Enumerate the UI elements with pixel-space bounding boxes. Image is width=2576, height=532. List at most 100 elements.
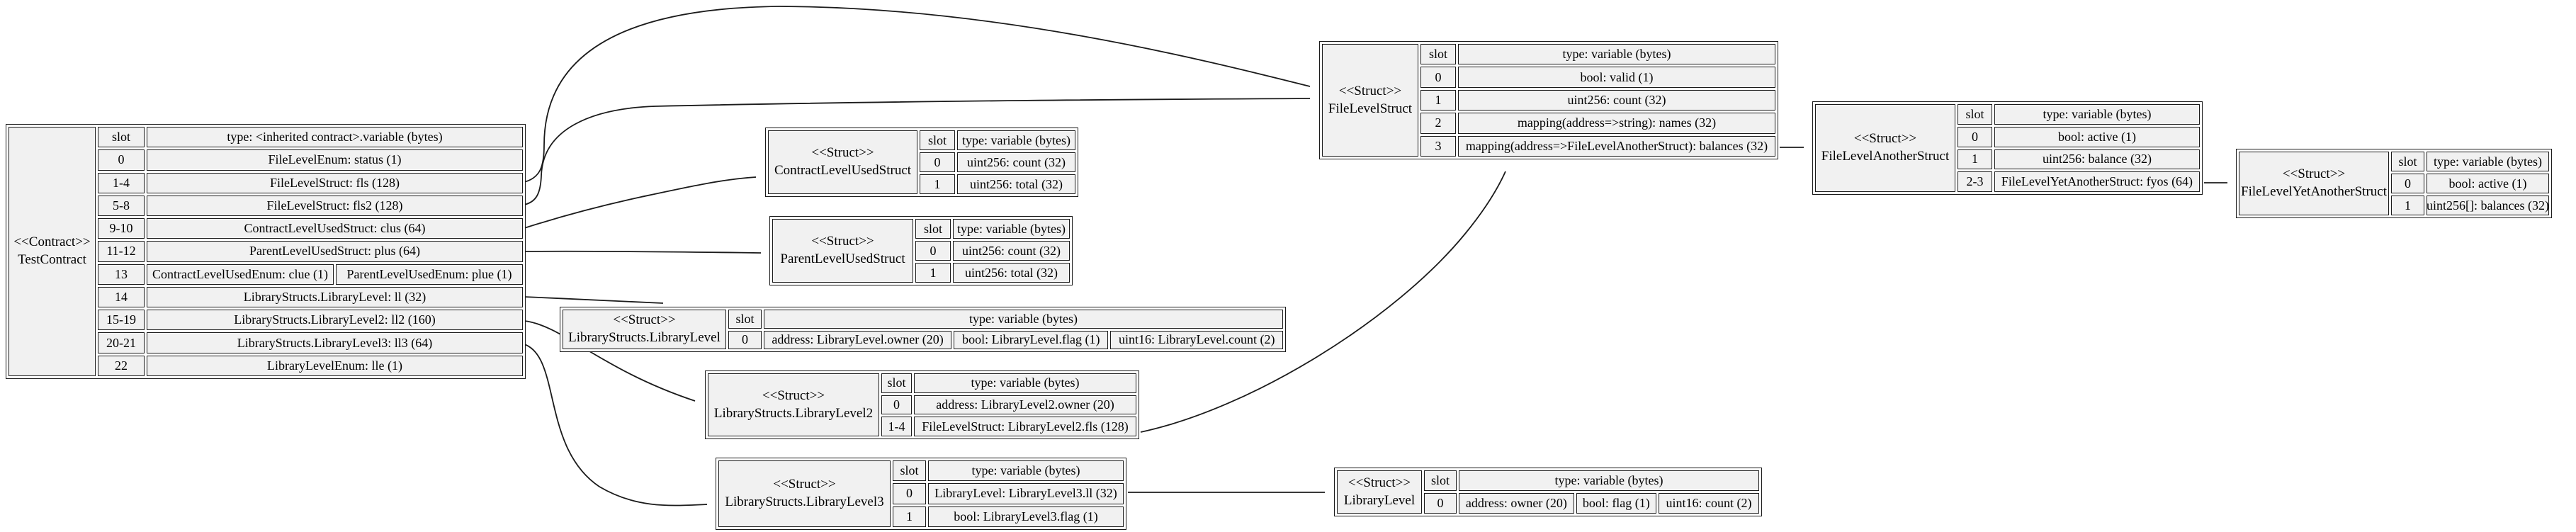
node-stereotype: <<Struct>> [613,312,676,328]
variable-cell: uint16: LibraryLevel.count (2) [1110,330,1283,349]
node-name: LibraryStructs.LibraryLevel3 [725,494,884,509]
slot-cell: 1 [2391,196,2424,215]
variable-cell: address: LibraryLevel.owner (20) [764,330,952,349]
slot-cell: 13 [98,264,145,285]
slot-cell: 0 [920,152,955,172]
type-header-cell: type: variable (bytes) [914,373,1136,393]
edge-ll3 [524,344,708,506]
slot-header-cell: slot [893,460,926,482]
slot-cell: 0 [728,330,762,349]
node-name: LibraryStructs.LibraryLevel [568,330,721,345]
slot-cell: 5-8 [98,195,145,217]
variable-cell: ParentLevelUsedStruct: plus (64) [147,241,523,262]
slot-header-cell: slot [1424,470,1457,491]
node-title: <<Struct>>FileLevelStruct [1322,44,1418,157]
variable-cell: ContractLevelUsedStruct: clus (64) [147,218,523,239]
node-name: FileLevelAnotherStruct [1821,149,1950,164]
type-header-cell: type: variable (bytes) [957,130,1075,150]
variable-cell: address: LibraryLevel2.owner (20) [914,395,1136,415]
node-title: <<Contract>>TestContract [9,127,96,376]
node-stereotype: <<Struct>> [811,234,874,249]
slot-header-cell: slot [728,310,762,329]
variable-cell: FileLevelStruct: fls (128) [147,172,523,193]
slot-cell: 1-4 [881,417,912,437]
node-title: <<Struct>>ContractLevelUsedStruct [768,130,917,194]
node-stereotype: <<Struct>> [1348,475,1411,490]
slot-header-cell: slot [881,373,912,393]
variable-cell: LibraryStructs.LibraryLevel3: ll3 (64) [147,332,523,353]
node-title: <<Struct>>LibraryLevel [1337,470,1422,514]
node-stereotype: <<Struct>> [1853,131,1917,147]
type-header-cell: type: variable (bytes) [953,219,1070,239]
variable-cell: bool: LibraryLevel3.flag (1) [928,506,1124,527]
node-name: ContractLevelUsedStruct [774,163,912,178]
edge-clus [524,176,757,229]
variable-cell: uint16: count (2) [1658,493,1759,514]
slot-cell: 2 [1420,113,1456,134]
node-stereotype: <<Struct>> [1338,83,1402,98]
type-header-cell: type: variable (bytes) [2427,152,2549,171]
slot-cell: 1-4 [98,172,145,193]
variable-cell: uint256: count (32) [957,152,1075,172]
slot-cell: 9-10 [98,218,145,239]
slot-cell: 0 [2391,174,2424,193]
variable-cell: uint256: total (32) [957,174,1075,194]
node-name: ParentLevelUsedStruct [780,251,905,266]
node-title: <<Struct>>LibraryStructs.LibraryLevel3 [718,460,891,527]
slot-cell: 0 [1424,493,1457,514]
variable-cell: FileLevelStruct: LibraryLevel2.fls (128) [914,417,1136,437]
node-title: <<Struct>>FileLevelYetAnotherStruct [2239,152,2389,215]
node-stereotype: <<Struct>> [762,387,825,403]
variable-cell: ParentLevelUsedEnum: plue (1) [336,264,523,285]
variable-cell: bool: active (1) [2427,174,2549,193]
variable-cell: LibraryLevel: LibraryLevel3.ll (32) [928,483,1124,504]
variable-cell: bool: LibraryLevel.flag (1) [954,330,1109,349]
slot-cell: 2-3 [1958,171,1992,192]
type-header-cell: type: variable (bytes) [928,460,1124,482]
variable-cell: ContractLevelUsedEnum: clue (1) [147,264,334,285]
slot-cell: 0 [881,395,912,415]
type-header-cell: type: variable (bytes) [1458,44,1775,65]
variable-cell: LibraryStructs.LibraryLevel2: ll2 (160) [147,310,523,331]
node-title: <<Struct>> ParentLevelUsedStruct [772,219,913,283]
variable-cell: uint256: balance (32) [1994,149,2200,170]
variable-cell: uint256[]: balances (32) [2427,196,2549,215]
variable-cell: uint256: total (32) [953,263,1070,283]
variable-cell: uint256: count (32) [1458,89,1775,111]
